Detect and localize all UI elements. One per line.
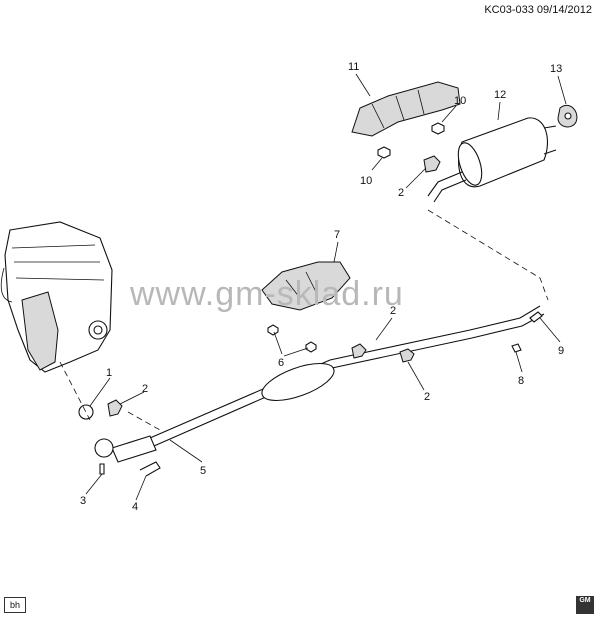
hanger-2c <box>399 348 415 363</box>
callout-11: 11 <box>348 61 359 73</box>
connector-line-front <box>59 361 91 421</box>
callout-12: 12 <box>494 89 506 101</box>
rear-muffler <box>427 117 557 203</box>
connector-line-mid <box>127 411 161 431</box>
hanger-2a <box>423 155 441 173</box>
hanger-2d <box>107 399 123 417</box>
callout-2a: 2 <box>398 187 404 199</box>
bh-badge: bh <box>4 597 26 613</box>
hanger-13 <box>557 104 578 128</box>
connector-line-rear <box>427 209 549 301</box>
callout-1: 1 <box>106 367 112 379</box>
callout-2d: 2 <box>142 383 148 395</box>
oxygen-sensor-4 <box>139 461 161 477</box>
nut-10b <box>377 146 391 159</box>
callout-7: 7 <box>334 229 340 241</box>
callout-2c: 2 <box>424 391 430 403</box>
insulator-9 <box>529 311 543 323</box>
nut-6a <box>267 324 279 336</box>
callout-3: 3 <box>80 495 86 507</box>
callout-8: 8 <box>518 375 524 387</box>
engine-block <box>0 221 113 373</box>
callout-leaders <box>85 73 567 501</box>
diagram-code: KC03-033 09/14/2012 <box>484 4 592 16</box>
callout-4: 4 <box>132 501 138 513</box>
callout-10b: 10 <box>360 175 372 187</box>
nut-10a <box>431 122 445 135</box>
callout-6: 6 <box>278 357 284 369</box>
callout-9: 9 <box>558 345 564 357</box>
gasket-1 <box>78 404 94 420</box>
callout-10a: 10 <box>454 95 466 107</box>
heat-shield-front <box>261 261 351 311</box>
callout-2b: 2 <box>390 305 396 317</box>
hanger-2b <box>351 343 367 359</box>
clamp-8 <box>511 343 522 353</box>
watermark: www.gm-sklad.ru <box>130 275 404 313</box>
callout-13: 13 <box>550 63 562 75</box>
intermediate-pipe <box>94 305 545 463</box>
gm-logo: GM <box>576 596 594 614</box>
stud-3 <box>99 463 105 475</box>
callout-5: 5 <box>200 465 206 477</box>
nut-6b <box>305 341 317 353</box>
heat-shield-rear <box>351 81 461 137</box>
